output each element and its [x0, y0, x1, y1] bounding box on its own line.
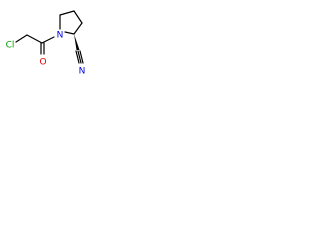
structure-canvas: Cl O N N	[6, 10, 86, 77]
atom-labels: Cl O N N	[6, 31, 86, 77]
bond-nitrile-2	[77, 50, 82, 64]
bond-c5-c4	[59, 10, 75, 16]
atom-label-chlorine: Cl	[6, 41, 15, 51]
bonds	[15, 10, 84, 64]
bond-cl-ch2	[15, 34, 28, 43]
bond-c4-c3	[73, 10, 83, 24]
bond-nitrile-3	[79, 50, 84, 64]
wedge-bond-c2-cn	[74, 34, 80, 50]
bond-ch2-carbonyl	[26, 34, 43, 44]
bond-nitrile-1	[75, 50, 80, 64]
atom-label-nitrile-nitrogen: N	[79, 67, 86, 77]
bond-c2-n	[64, 31, 75, 35]
bond-c3-c2	[73, 22, 83, 35]
atom-label-oxygen: O	[39, 58, 46, 68]
bond-carbonyl-n	[41, 36, 55, 44]
atom-label-ring-nitrogen: N	[57, 31, 64, 41]
